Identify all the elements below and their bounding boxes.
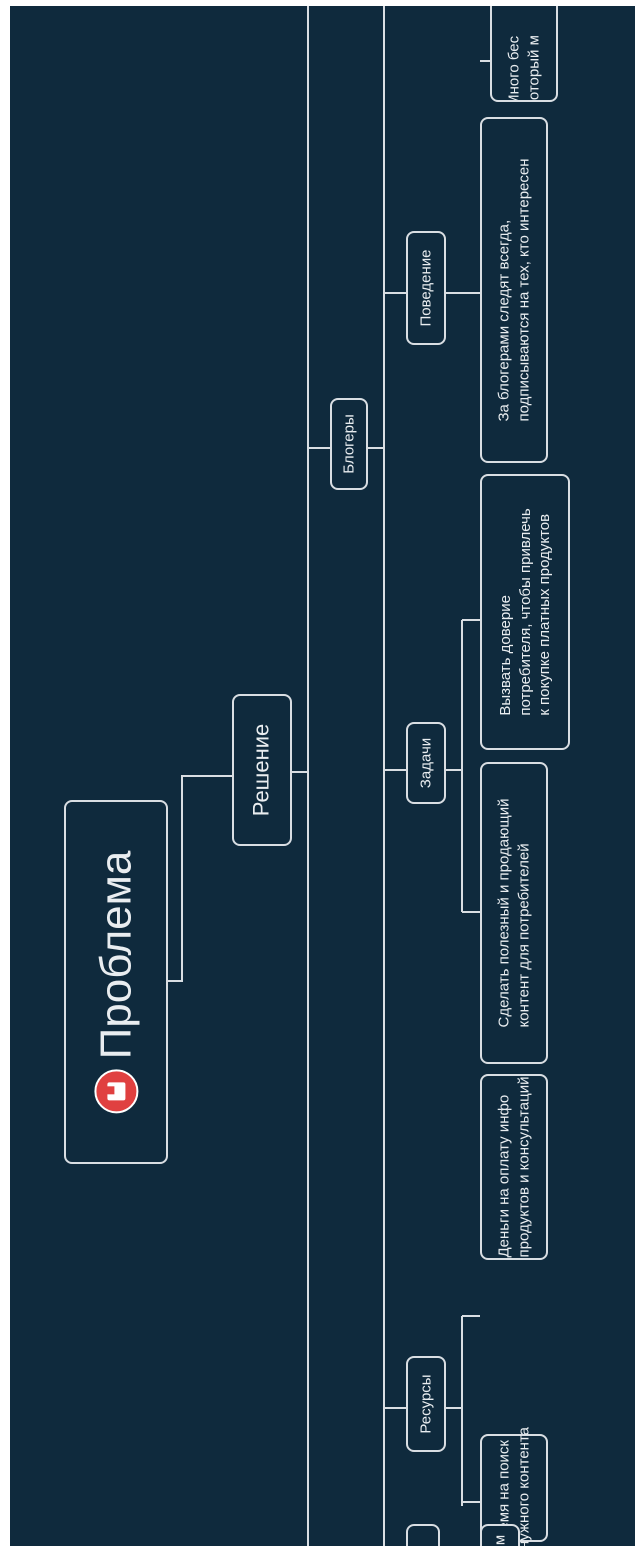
behavior-node[interactable]: Поведение: [406, 231, 446, 345]
clipped-bottom-small-node[interactable]: [406, 1524, 440, 1546]
bloggers-label: Блогеры: [340, 414, 358, 474]
mindmap-canvas: Проблема Решение Блогеры Поведение За бл…: [10, 6, 635, 1546]
root-title-group: Проблема: [87, 851, 144, 1114]
resources-node[interactable]: Ресурсы: [406, 1356, 446, 1452]
tasks-label: Задачи: [417, 737, 435, 789]
clipped-top-text: Много бес который м: [505, 34, 543, 102]
tasks-item-content-text: Сделать полезный и продающий контент для…: [495, 798, 533, 1028]
solution-node[interactable]: Решение: [232, 694, 292, 846]
clipped-top-node[interactable]: Много бес который м: [490, 6, 558, 102]
red-circle-logo-icon: [94, 1069, 138, 1114]
root-title: Проблема: [91, 850, 141, 1060]
bloggers-node[interactable]: Блогеры: [330, 398, 368, 490]
tasks-node[interactable]: Задачи: [406, 722, 446, 804]
behavior-label: Поведение: [417, 249, 435, 327]
resources-item-money-text: Деньги на оплату инфо продуктов и консул…: [495, 1076, 533, 1258]
root-node[interactable]: Проблема: [64, 800, 168, 1164]
connector-lines: [168, 6, 490, 1546]
tasks-item-trust[interactable]: Вызвать доверие потребителя, чтобы привл…: [480, 474, 570, 750]
tasks-item-content[interactable]: Сделать полезный и продающий контент для…: [480, 762, 548, 1064]
resources-item-money[interactable]: Деньги на оплату инфо продуктов и консул…: [480, 1074, 548, 1260]
resources-label: Ресурсы: [417, 1374, 435, 1434]
behavior-item[interactable]: За блогерами следят всегда, подписываютс…: [480, 117, 548, 463]
tasks-item-trust-text: Вызвать доверие потребителя, чтобы привл…: [496, 508, 553, 716]
clipped-bottom-node[interactable]: м: [480, 1524, 520, 1546]
solution-label: Решение: [248, 723, 274, 817]
behavior-item-text: За блогерами следят всегда, подписываютс…: [495, 158, 533, 422]
clipped-bottom-text: м: [491, 1535, 509, 1546]
